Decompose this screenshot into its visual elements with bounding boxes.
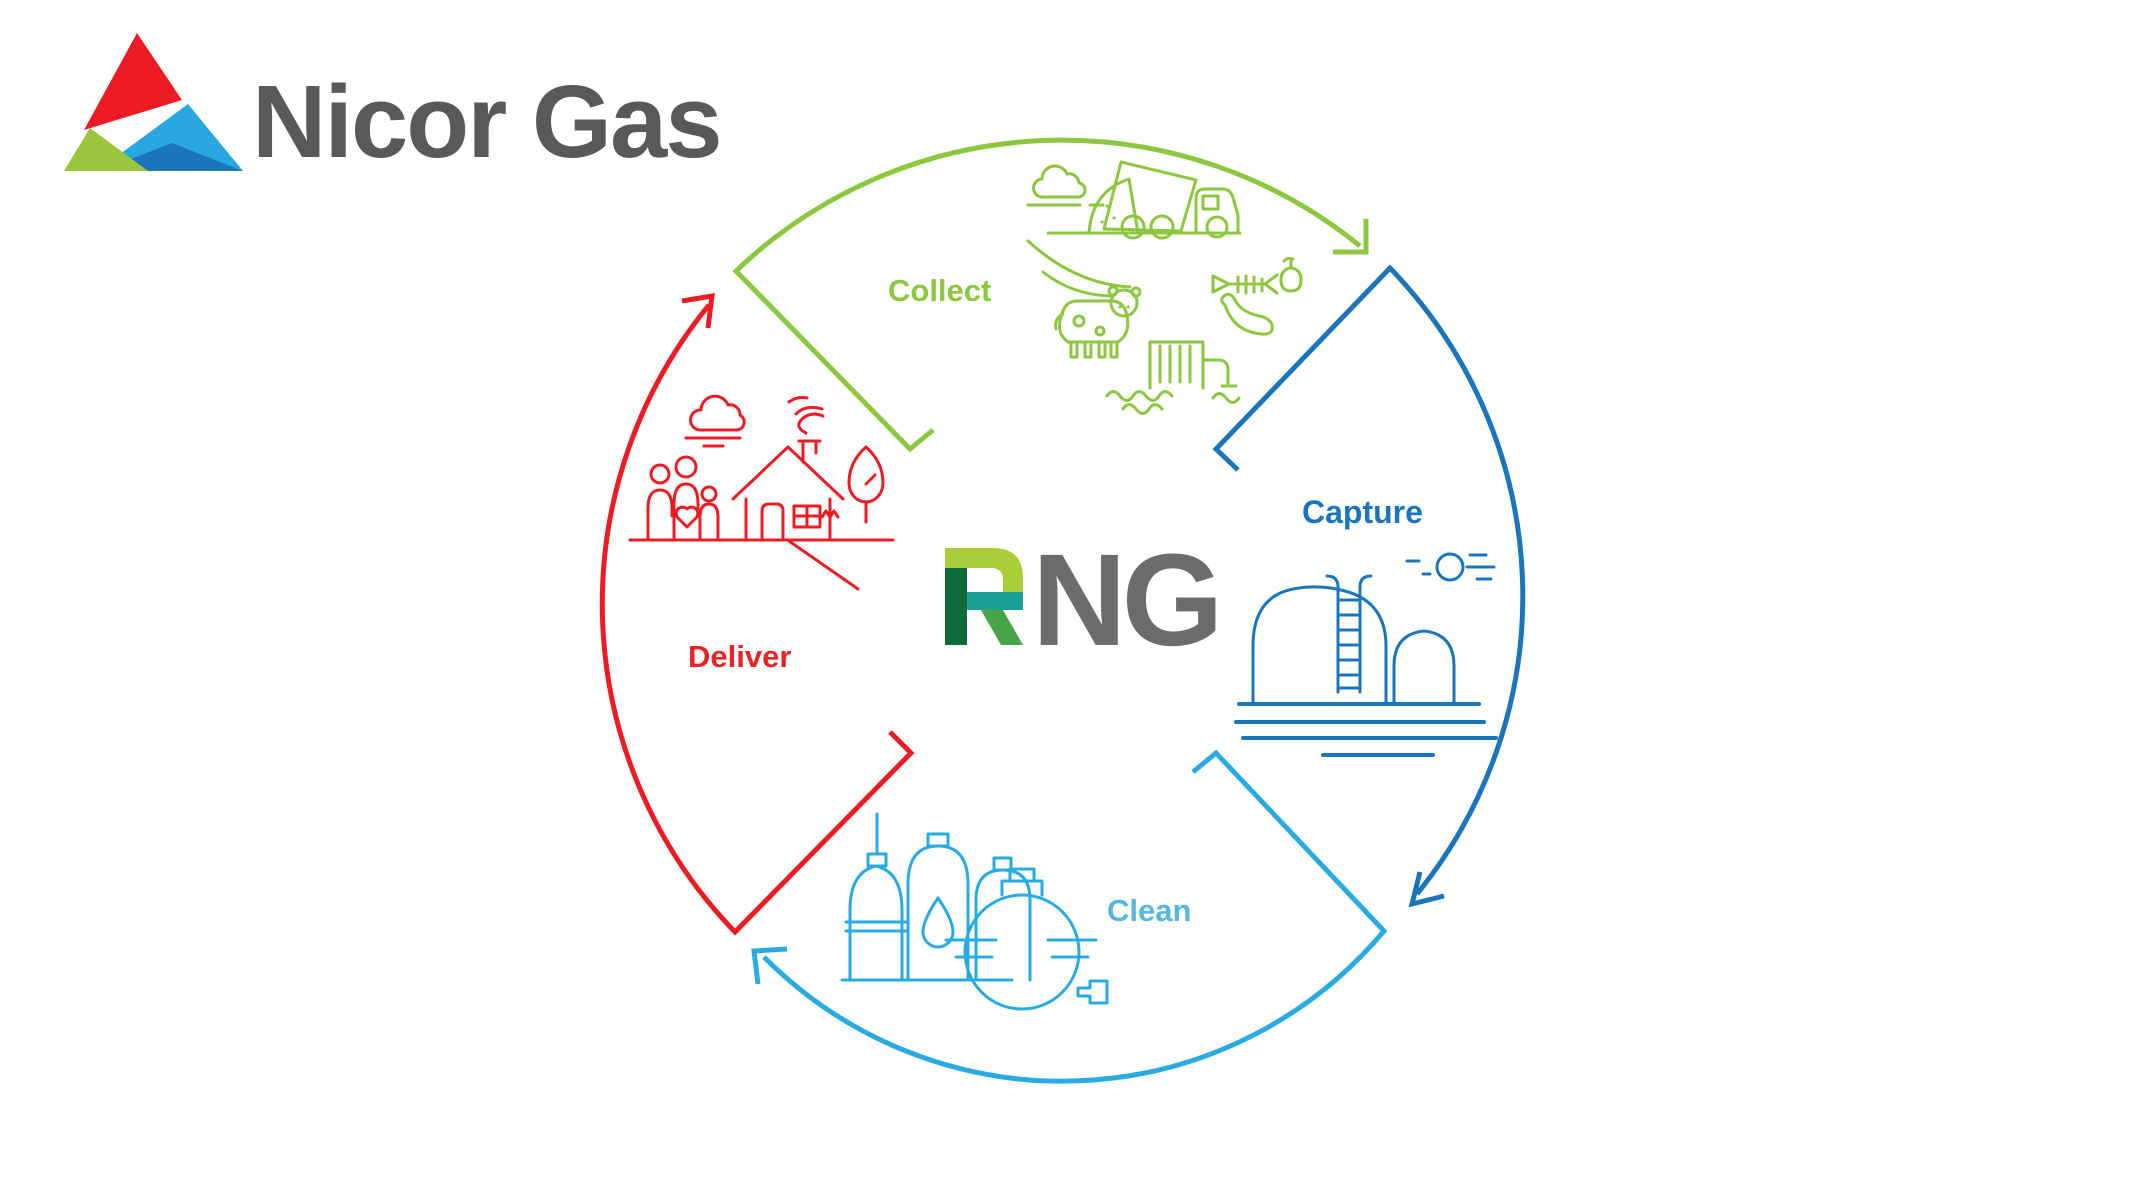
rng-r-leg: [981, 610, 1023, 645]
stage-label-clean: Clean: [1107, 893, 1191, 928]
house-icon: [731, 396, 845, 542]
cloud-icon: [1026, 164, 1105, 207]
rng-r-stem: [945, 568, 967, 645]
capture-segment: Capture: [1212, 264, 1526, 908]
clean-arrow-icon: [751, 946, 788, 985]
clean-segment: Clean: [751, 749, 1388, 1084]
nicor-triangle-icon: [64, 33, 243, 171]
cow-icon: [1054, 285, 1142, 359]
collect-segment: Collect: [732, 137, 1369, 453]
rng-r-arch: [945, 548, 1023, 600]
rng-r-band: [961, 592, 1023, 610]
rng-gray-letters: NG: [1032, 526, 1219, 673]
stage-label-collect: Collect: [888, 273, 991, 308]
family-icon: [646, 455, 720, 542]
clean-arc: [762, 749, 1388, 1084]
dump-truck-landfill-icon: [1026, 160, 1242, 298]
brand-name: Nicor Gas: [252, 64, 721, 179]
food-waste-icon: [1211, 256, 1303, 336]
ground-line: [628, 538, 895, 591]
clean-icons: [840, 812, 1109, 1011]
sphere-tank-icon: [944, 867, 1109, 1011]
triangle-lightblue-part: [97, 104, 243, 171]
collect-arc: [732, 137, 1362, 453]
rng-logo: NG: [945, 526, 1224, 673]
collect-icons: [1026, 160, 1303, 415]
capture-icons: [1234, 552, 1498, 757]
triangle-green-part: [64, 128, 148, 171]
capture-arrow-icon: [1408, 871, 1445, 908]
deliver-arc: [599, 303, 915, 936]
sun-icon: [1405, 552, 1496, 582]
deliver-segment: Deliver: [599, 292, 915, 936]
rng-r-glyph: [945, 548, 1023, 645]
deliver-icons: [628, 394, 895, 591]
wastewater-plant-icon: [1105, 340, 1241, 415]
water-droplet-icon: [921, 896, 955, 949]
stage-label-capture: Capture: [1302, 494, 1423, 530]
gas-storage-tanks-icon: [1234, 574, 1498, 757]
stage-label-deliver: Deliver: [688, 639, 791, 674]
gas-cylinders-icon: [840, 812, 1032, 982]
collect-arrow-icon: [1333, 219, 1369, 255]
cloud-icon: [684, 394, 746, 448]
nicor-gas-logo: Nicor Gas: [64, 33, 723, 179]
triangle-red-part: [84, 33, 182, 130]
tree-icon: [847, 445, 885, 524]
deliver-arrow-icon: [681, 292, 715, 329]
capture-arc: [1212, 264, 1526, 896]
